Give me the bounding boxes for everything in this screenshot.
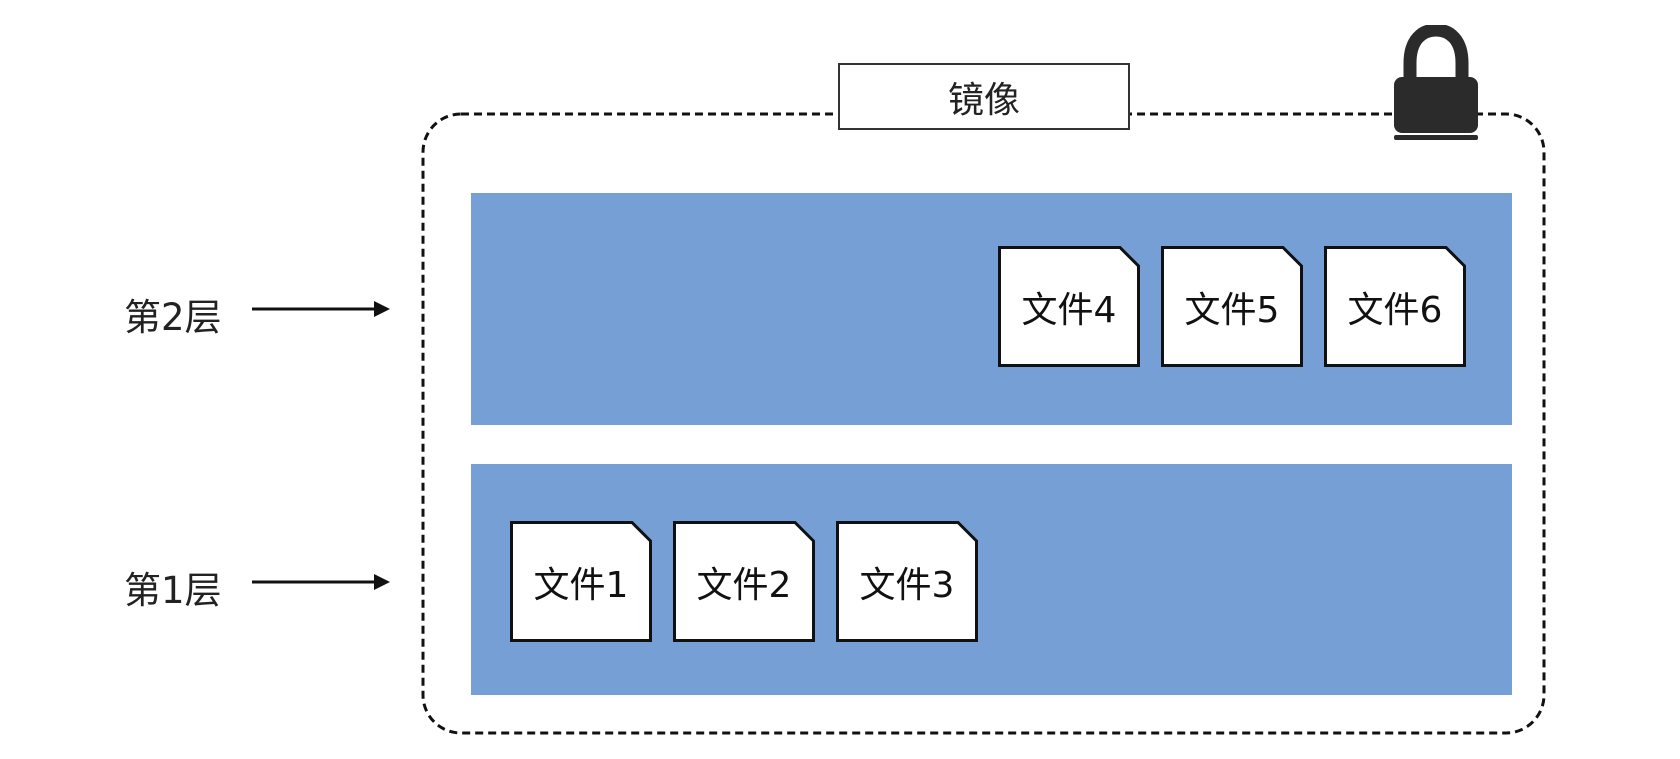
file-5: 文件5: [1161, 246, 1303, 367]
file-icon: [998, 246, 1140, 367]
image-title-label: 镜像: [947, 79, 1020, 121]
image-title-box: 镜像: [838, 63, 1130, 130]
file-label: 文件6: [1347, 289, 1443, 331]
layer-2-arrow-icon: [252, 301, 390, 317]
lock-icon: [1394, 25, 1478, 140]
file-label: 文件2: [696, 564, 792, 606]
layer-1-block: 文件1 文件2 文件3: [471, 464, 1512, 695]
file-1: 文件1: [510, 521, 652, 642]
file-icon: [673, 521, 815, 642]
layer-1-label: 第1层: [124, 569, 222, 612]
layer-2-block: 文件4 文件5 文件6: [471, 193, 1512, 425]
layer-1-arrow-icon: [252, 574, 390, 590]
file-6: 文件6: [1324, 246, 1466, 367]
file-icon: [1324, 246, 1466, 367]
file-icon: [836, 521, 978, 642]
file-label: 文件1: [533, 564, 629, 606]
file-2: 文件2: [673, 521, 815, 642]
file-3: 文件3: [836, 521, 978, 642]
layer-2-label: 第2层: [124, 296, 222, 339]
file-icon: [510, 521, 652, 642]
file-label: 文件4: [1021, 289, 1117, 331]
file-4: 文件4: [998, 246, 1140, 367]
file-icon: [1161, 246, 1303, 367]
file-label: 文件5: [1184, 289, 1280, 331]
file-label: 文件3: [859, 564, 955, 606]
